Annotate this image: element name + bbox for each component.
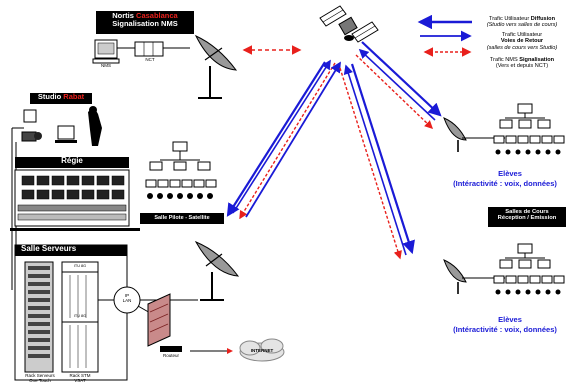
- nms-label: NMS: [101, 63, 111, 68]
- legend-item2-b: Voies de Retour: [500, 38, 544, 45]
- satellite-icon: [319, 5, 379, 43]
- classroom-bottom: [443, 243, 565, 295]
- eleves-top-title: Elèves: [498, 169, 522, 178]
- rack2-label: Rack STM VSAT: [69, 373, 91, 383]
- salles-cours-line2: Réception / Emission: [497, 215, 557, 222]
- legend-item1-c: (Studio vers salles de cours): [486, 22, 558, 29]
- legend-item3-a: Trafic NMS: [489, 57, 518, 63]
- pilot-room-network: [145, 141, 217, 199]
- rack1-label: Rack Serveurs One Touch: [25, 373, 55, 383]
- salles-cours-box: Salles de Cours Réception / Emission: [488, 207, 566, 227]
- studio-title-red: Rabat: [63, 92, 85, 101]
- salles-cours-line1: Salles de Cours: [505, 209, 549, 215]
- rack-tag-1: ITU 8G: [73, 264, 87, 268]
- satellite-links-right-bottom: [339, 63, 415, 260]
- internet-label: INTERNET: [250, 348, 274, 353]
- server-racks: [14, 244, 128, 381]
- legend-item2-a: Trafic Utilisateur: [501, 32, 543, 38]
- legend-item-retour: Trafic Utilisateur Voies de Retour (sall…: [474, 32, 570, 51]
- ip-lan-node: [113, 286, 153, 315]
- eleves-bottom-title: Elèves: [498, 315, 522, 324]
- studio-title-black: Studio: [37, 92, 62, 101]
- firewall-icon: [147, 293, 171, 347]
- routeur-label: Routeur: [162, 353, 179, 358]
- legend-item-nms: Trafic NMS Signalisation (Vers et depuis…: [474, 57, 570, 70]
- regie-console: [10, 169, 140, 231]
- regie-title: Régie: [15, 156, 129, 168]
- satellite-links-left: [226, 45, 341, 220]
- legend-item3-b: Signalisation: [519, 57, 555, 63]
- router-icon: [160, 346, 233, 354]
- legend-arrows: [417, 14, 472, 57]
- nms-title-black: Nortis: [112, 11, 134, 20]
- eleves-bottom-subtitle: (Intéractivité : voix, données): [453, 325, 557, 334]
- classroom-top: [443, 103, 565, 155]
- legend-item3-c: (Vers et depuis NCT): [495, 63, 549, 70]
- nms-equipment: [92, 39, 190, 64]
- nms-title-box: Nortis Casablanca Signalisation NMS: [96, 11, 194, 34]
- legend-item2-c: (salles de cours vers Studio): [486, 44, 558, 51]
- studio-title-box: Studio Rabat: [30, 92, 92, 104]
- salle-serveurs-title: Salle Serveurs: [15, 244, 127, 256]
- legend-item1-b: Diffusion: [530, 16, 555, 22]
- satellite-dish-bottom-icon: [130, 240, 240, 301]
- satellite-dish-top-icon: [194, 34, 238, 99]
- nct-label: NCT: [145, 57, 155, 62]
- nms-subtitle: Signalisation NMS: [112, 19, 178, 29]
- salle-pilote-label: Salle Pilote - Satellite: [140, 213, 224, 224]
- rack-tag-2: ITU 8G: [73, 314, 87, 318]
- eleves-top-subtitle: (Intéractivité : voix, données): [453, 179, 557, 188]
- nms-title-red: Casablanca: [136, 11, 178, 20]
- legend-item1-a: Trafic Utilisateur: [488, 16, 530, 22]
- internet-cloud-icon: [239, 338, 285, 362]
- satellite-links-right-top: [355, 41, 442, 129]
- ip-lan-label: IP LAN: [122, 293, 132, 303]
- legend-item-diffusion: Trafic Utilisateur Diffusion (Studio ver…: [474, 16, 570, 29]
